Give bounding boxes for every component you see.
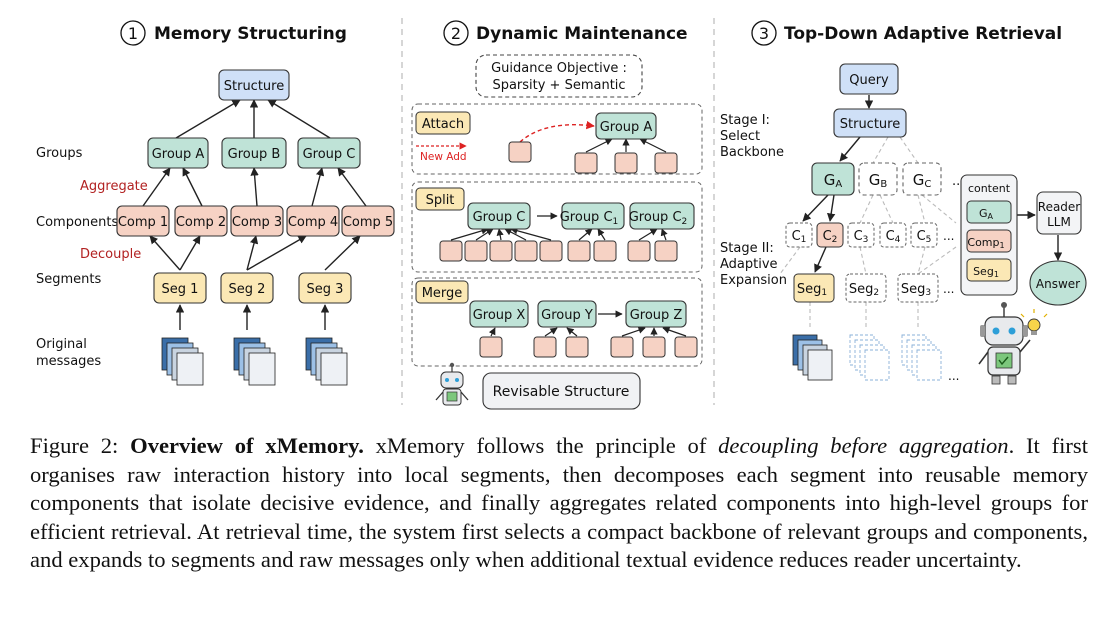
candidate-comp-5: C5	[917, 229, 932, 245]
p1-segment-node: Seg 2	[229, 282, 266, 297]
p1-group-node: Group C	[303, 147, 356, 162]
stage-1-line-2: Select	[720, 129, 760, 144]
caption-part-2: . It first organises raw interaction his…	[30, 433, 1088, 573]
candidate-seg-3: Seg3	[901, 282, 931, 298]
panel-number-circle	[751, 20, 777, 46]
content-component: Comp1	[967, 236, 1004, 250]
guidance-objective: Guidance Objective :	[491, 61, 627, 76]
attach-tag: Attach	[422, 117, 464, 132]
attach-group-node: Group A	[600, 120, 653, 135]
guidance-terms: Sparsity + Semantic	[492, 78, 625, 93]
merge-tag: Merge	[422, 286, 463, 301]
stage-1-line-1: Stage I:	[720, 113, 770, 128]
caption-label: Figure 2:	[30, 433, 119, 458]
candidate-group-b: GB	[869, 171, 888, 190]
panel-number-circle	[120, 20, 146, 46]
p1-segment-node: Seg 3	[307, 282, 344, 297]
robot-icon	[435, 362, 469, 406]
p1-component-node: Comp 4	[288, 215, 338, 230]
adaptive-retrieval-panel: Stage I: Select Backbone Stage II: Adapt…	[720, 63, 1087, 385]
memory-structuring-panel: Groups Aggregate Components Decouple Seg…	[36, 69, 395, 386]
selected-group-a: GA	[824, 171, 843, 190]
message-stack-icon	[233, 337, 276, 386]
p1-component-node: Comp 2	[176, 215, 226, 230]
label-aggregate: Aggregate	[80, 179, 148, 194]
candidate-comp-3: C3	[854, 229, 869, 245]
stage-2-line-1: Stage II:	[720, 241, 774, 256]
p1-component-node: Comp 3	[232, 215, 282, 230]
robot-icon	[978, 302, 1031, 385]
candidate-seg-2: Seg2	[849, 282, 879, 298]
selected-comp-2: C2	[823, 229, 838, 245]
candidate-group-c: GC	[913, 171, 932, 190]
panel-2-number: 2	[451, 24, 461, 43]
figure-caption: Figure 2: Overview of xMemory. xMemory f…	[30, 432, 1088, 575]
p3-structure-node: Structure	[840, 117, 900, 132]
caption-title: Overview of xMemory.	[130, 433, 364, 458]
stage-1-line-3: Backbone	[720, 145, 784, 160]
query-node: Query	[849, 73, 889, 88]
merge-group-y: Group Y	[541, 308, 593, 323]
xmemory-diagram: 1 Memory Structuring 2 Dynamic Maintenan…	[36, 18, 1087, 410]
label-original-2: messages	[36, 354, 101, 369]
p1-group-node: Group B	[228, 147, 281, 162]
lightbulb-icon	[1020, 309, 1048, 335]
answer-node: Answer	[1036, 277, 1080, 291]
p1-structure-node: Structure	[224, 79, 284, 94]
merge-group-z: Group Z	[630, 308, 683, 323]
label-original-1: Original	[36, 337, 87, 352]
new-add-label: New Add	[420, 151, 467, 163]
content-segment: Seg1	[973, 265, 999, 279]
seg-ellipsis: ...	[943, 282, 954, 296]
selected-seg-1: Seg1	[797, 282, 827, 298]
panel-number-circle	[443, 20, 469, 46]
message-ellipsis: ...	[948, 369, 959, 383]
panel-3-title: Top-Down Adaptive Retrieval	[784, 24, 1062, 44]
panel-1-number: 1	[128, 24, 138, 43]
panel-3-number: 3	[759, 24, 769, 43]
label-decouple: Decouple	[80, 247, 141, 262]
content-label: content	[968, 182, 1011, 195]
split-target-group-2: Group C2	[629, 210, 688, 227]
p1-segment-node: Seg 1	[162, 282, 199, 297]
stage-2-line-2: Adaptive	[720, 257, 778, 272]
candidate-comp-4: C4	[886, 229, 901, 245]
p1-component-node: Comp 5	[343, 215, 393, 230]
comp-ellipsis: ...	[943, 229, 954, 243]
label-groups: Groups	[36, 146, 83, 161]
p1-component-node: Comp 1	[118, 215, 168, 230]
dynamic-maintenance-panel: Guidance Objective : Sparsity + Semantic…	[411, 54, 703, 410]
reader-llm-line-1: Reader	[1038, 200, 1081, 214]
reader-llm-line-2: LLM	[1047, 215, 1071, 229]
label-components: Components	[36, 215, 118, 230]
content-group: GA	[979, 207, 994, 221]
caption-part-1: xMemory follows the principle of	[375, 433, 707, 458]
split-source-group: Group C	[473, 210, 526, 225]
message-stack-icon	[792, 334, 833, 381]
merge-group-x: Group X	[473, 308, 526, 323]
stage-2-line-3: Expansion	[720, 273, 787, 288]
revisable-structure-label: Revisable Structure	[493, 384, 630, 400]
split-tag: Split	[426, 193, 455, 208]
panel-2-title: Dynamic Maintenance	[476, 24, 688, 44]
message-stack-icon	[849, 334, 890, 381]
panel-1-title: Memory Structuring	[154, 24, 347, 44]
message-stack-icon	[161, 337, 204, 386]
label-segments: Segments	[36, 272, 102, 287]
split-target-group-1: Group C1	[560, 210, 619, 227]
candidate-comp-1: C1	[792, 229, 807, 245]
caption-emphasis: decoupling before aggregation	[718, 433, 1009, 458]
p1-group-node: Group A	[152, 147, 205, 162]
message-stack-icon	[901, 334, 942, 381]
message-stack-icon	[305, 337, 348, 386]
